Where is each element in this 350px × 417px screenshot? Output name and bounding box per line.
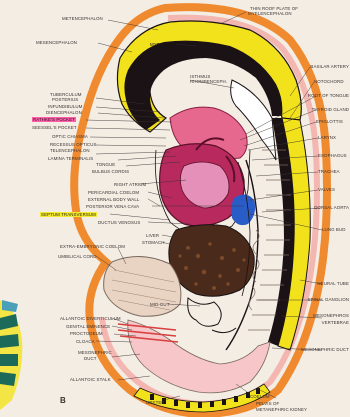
label-extra-embryonic-coelom: EXTRA-EMBRYONIC COELOM <box>60 244 125 249</box>
label-ureter: URETER <box>146 400 165 405</box>
label-cloaca: CLOACA <box>76 339 95 344</box>
label-trachea: TRACHEA <box>318 169 340 174</box>
label-pelvis-metanephric-2: METANEPHRIC KIDNEY <box>256 407 307 412</box>
label-recessus-opticus: RECESSUS OPTICUS <box>50 142 97 147</box>
label-mesonephric-duct: MESONEPHRIC <box>78 350 112 355</box>
label-umbilical-cord: UMBILICAL CORD <box>58 254 97 259</box>
label-ductus-venosus: DUCTUS VENOSUS <box>98 220 140 225</box>
label-coelom: COELOM <box>250 394 270 399</box>
label-optic-chiasma: OPTIC CHIASMA <box>52 134 88 139</box>
label-valves: VALVES <box>318 187 335 192</box>
label-proctodeum: PROCTODEUM <box>70 331 103 336</box>
label-allantoic-diverticulum: ALLANTOIC DIVERTICULUM <box>60 316 121 321</box>
label-septum-transversum: SEPTUM TRANSVERSUM <box>40 212 97 217</box>
label-root-of-tongue: ROOT OF TONGUE <box>308 93 349 98</box>
label-metencephalon: METENCEPHALON <box>62 16 103 21</box>
label-myelencephalon: MYELENCEPHALON <box>150 42 194 47</box>
label-infundibulum: INFUNDIBULUM <box>48 104 82 109</box>
label-bulbus-cordis: BULBUS CORDIS <box>92 169 129 174</box>
panel-letter: B <box>60 398 66 403</box>
label-dorsal-aorta: DORSAL AORTA <box>314 205 349 210</box>
label-posterior-vena-cava: POSTERIOR VENA CAVA <box>86 204 139 209</box>
label-isthmus-2: RHOMBENCEPH. <box>190 79 227 84</box>
label-telencephalon: TELENCEPHALON <box>50 148 90 153</box>
label-mid-gut: MID-GUT <box>150 302 169 307</box>
label-allantoic-stalk: ALLANTOIC STALK <box>70 377 111 382</box>
label-neural-tube: NEURAL TUBE <box>317 281 349 286</box>
label-mesencephalon: MESENCEPHALON <box>36 40 77 45</box>
label-thyroid-gland: THYROID GLAND <box>312 107 349 112</box>
label-lamina-terminalis: LAMINA TERMINALIS <box>48 156 93 161</box>
label-epiglottis: EPIGLOTTIS <box>316 119 343 124</box>
label-basilar-artery: BASILAR ARTERY <box>310 64 349 69</box>
label-tuberculum-2: POSTERIUS <box>52 97 78 102</box>
label-stomach: STOMACH <box>142 240 165 245</box>
label-vertebrae: VERTEBRAE <box>322 320 349 325</box>
label-right-atrium: RIGHT ATRIUM <box>114 182 146 187</box>
label-seessels-pocket: SEESSEL'S POCKET <box>32 125 77 130</box>
label-genital-eminence: GENITAL EMINENCE <box>66 324 110 329</box>
label-notochord: NOTOCHORD <box>314 79 344 84</box>
label-esophagus: ESOPHAGUS <box>318 153 347 158</box>
label-diencephalon: DIENCEPHALON <box>46 110 82 115</box>
label-rathkes-pocket: RATHKE'S POCKET <box>32 117 76 122</box>
label-mesonephric-duct-right: MESONEPHRIC DUCT <box>301 347 349 352</box>
label-tongue: TONGUE <box>96 162 115 167</box>
label-thin-roof-plate-2: MYELENCEPHALON <box>248 11 292 16</box>
label-spinal-ganglion: SPINAL GANGLION <box>308 297 349 302</box>
label-mesonephros: MESONEPHROS <box>313 313 349 318</box>
label-external-body-wall: EXTERNAL BODY WALL <box>88 197 139 202</box>
label-lung-bud: LUNG BUD <box>322 227 346 232</box>
label-liver: LIVER <box>146 233 159 238</box>
label-pericardial-coelom: PERICARDIAL COELOM <box>88 190 139 195</box>
label-pelvis-metanephric: PELVIS OF <box>256 401 279 406</box>
label-mesonephric-duct-2: DUCT <box>84 356 97 361</box>
label-larynx: LARYNX <box>318 135 336 140</box>
